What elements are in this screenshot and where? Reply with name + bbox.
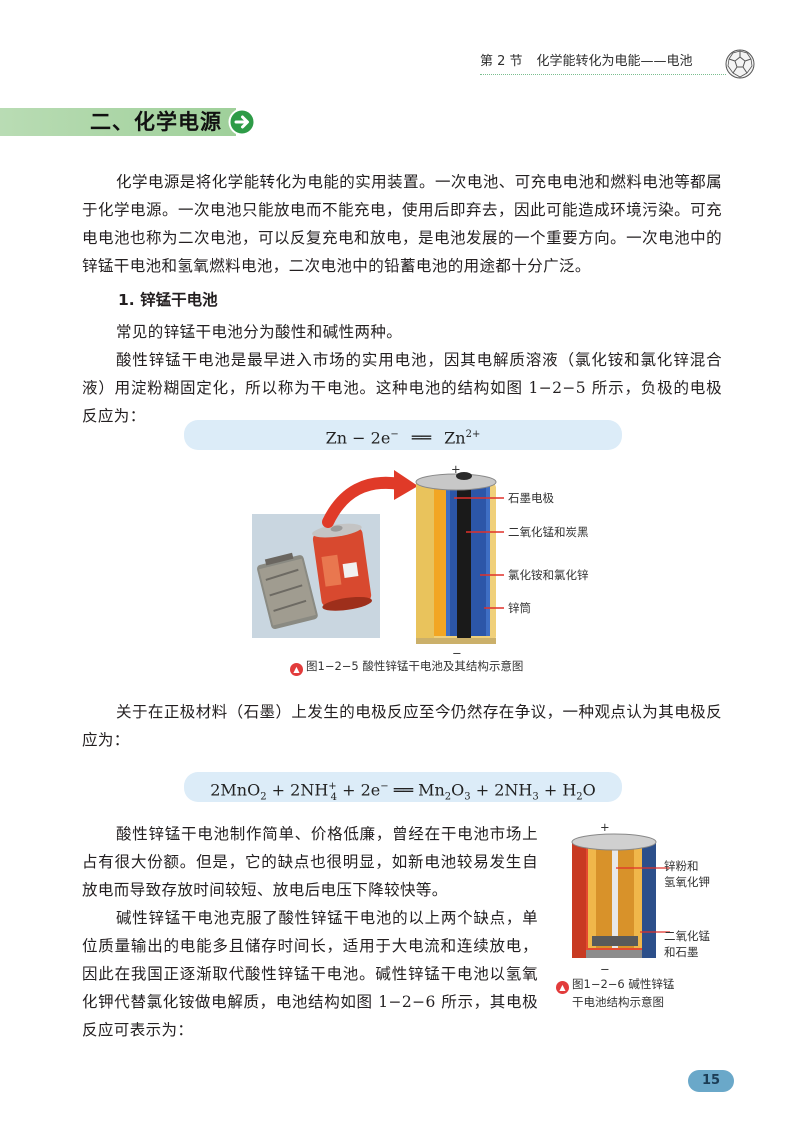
fig2-label-mno2-graphite: 二氧化锰 和石墨 xyxy=(664,929,710,959)
header-section-title: 化学能转化为电能——电池 xyxy=(536,54,693,69)
eq2-sub-g: 2 xyxy=(576,791,583,803)
fig1-caption: ▲图1−2−5 酸性锌锰干电池及其结构示意图 xyxy=(290,658,523,676)
eq2-sub-a: 2 xyxy=(260,791,267,803)
page-number: 15 xyxy=(688,1070,734,1092)
paragraph-cathode: 关于在正极材料（石墨）上发生的电极反应至今仍然存在争议，一种观点认为其电极反应为… xyxy=(82,703,722,749)
fig1-label-graphite: 石墨电极 xyxy=(508,491,554,505)
fig2-caption-line2: 干电池结构示意图 xyxy=(572,995,664,1009)
paragraph-types: 常见的锌锰干电池分为酸性和碱性两种。 xyxy=(116,323,403,341)
header-section-number: 第 2 节 xyxy=(480,54,523,69)
eq1-arrow: ══ xyxy=(411,428,432,448)
header-rule xyxy=(480,74,726,75)
fig2-minus-terminal: − xyxy=(600,962,610,976)
eq2-part-f: + 2NH xyxy=(470,780,533,800)
eq1-lhs-sup: − xyxy=(390,429,399,440)
eq2-sub-d: 2 xyxy=(444,791,452,803)
eq1-rhs-sup: 2+ xyxy=(465,429,481,440)
eq2-sub-e: 3 xyxy=(464,791,471,803)
battery-photo xyxy=(252,514,380,638)
fig1-leader-lines xyxy=(454,497,504,609)
curved-arrow-icon xyxy=(322,470,418,528)
fig2-caption-line1: ▲图1−2−6 碱性锌锰 xyxy=(556,976,674,994)
eq2-sup-b: + xyxy=(328,781,337,792)
paragraph-alkaline-battery: 碱性锌锰干电池克服了酸性锌锰干电池的以上两个缺点，单位质量输出的电能多且储存时间… xyxy=(82,909,538,1039)
intro-paragraph: 化学电源是将化学能转化为电能的实用装置。一次电池、可充电电池和燃料电池等都属于化… xyxy=(82,173,722,275)
eq2-part-b: + 2NH xyxy=(266,780,329,800)
fig2-caption-text-1: 图1−2−6 碱性锌锰 xyxy=(572,977,675,991)
fig2-label-zinc-koh: 锌粉和 氢氧化钾 xyxy=(664,859,710,889)
eq2-sub-b: 4 xyxy=(330,791,338,803)
eq2-part-d: Mn xyxy=(418,780,445,800)
fig2-leader-lines xyxy=(616,867,670,933)
fig1-label-electrolyte: 氯化铵和氯化锌 xyxy=(508,568,589,582)
acidic-battery-cutaway xyxy=(415,472,497,644)
eq2-part-e: O xyxy=(451,780,465,800)
fig1-label-mno2: 二氧化锰和炭黑 xyxy=(508,525,589,539)
eq2-part-a: 2MnO xyxy=(210,780,261,800)
caption-triangle-icon: ▲ xyxy=(556,981,569,994)
eq2-sub-f: 3 xyxy=(532,791,539,803)
section-title-band xyxy=(0,108,236,136)
fullerene-icon xyxy=(725,49,755,79)
eq2-part-h: O xyxy=(582,780,596,800)
alkaline-battery-cutaway xyxy=(571,833,657,958)
paragraph-acidic-battery: 酸性锌锰干电池是最早进入市场的实用电池，因其电解质溶液（氯化铵和氯化锌混合液）用… xyxy=(82,351,722,425)
fig1-caption-text: 图1−2−5 酸性锌锰干电池及其结构示意图 xyxy=(306,659,524,673)
section-title: 二、化学电源 xyxy=(90,110,222,134)
arrow-right-icon xyxy=(228,108,256,136)
running-header: 第 2 节化学能转化为电能——电池 xyxy=(480,50,720,74)
fig2-plus-terminal: + xyxy=(600,820,610,834)
fig1-plus-terminal: + xyxy=(451,462,461,476)
subheading-zinc-manganese: 1. 锌锰干电池 xyxy=(118,291,218,309)
eq2-part-g: + H xyxy=(538,780,577,800)
paragraph-acidic-pros-cons: 酸性锌锰干电池制作简单、价格低廉，曾经在干电池市场上占有很大份额。但是，它的缺点… xyxy=(82,825,538,899)
eq2-sup-c: − xyxy=(380,781,389,792)
equation-anode: Zn − 2e− ══ Zn2+ xyxy=(184,420,622,450)
fig1-label-zinc-can: 锌筒 xyxy=(508,601,531,615)
fig1-minus-terminal: − xyxy=(452,646,462,660)
caption-triangle-icon: ▲ xyxy=(290,663,303,676)
eq1-rhs: Zn xyxy=(444,428,466,448)
eq1-lhs: Zn − 2e xyxy=(325,428,391,448)
equation-cathode: 2MnO2 + 2NH+4 + 2e− ══ Mn2O3 + 2NH3 + H2… xyxy=(184,772,622,803)
eq2-part-c: + 2e xyxy=(337,780,381,800)
eq2-arrow: ══ xyxy=(388,780,419,800)
